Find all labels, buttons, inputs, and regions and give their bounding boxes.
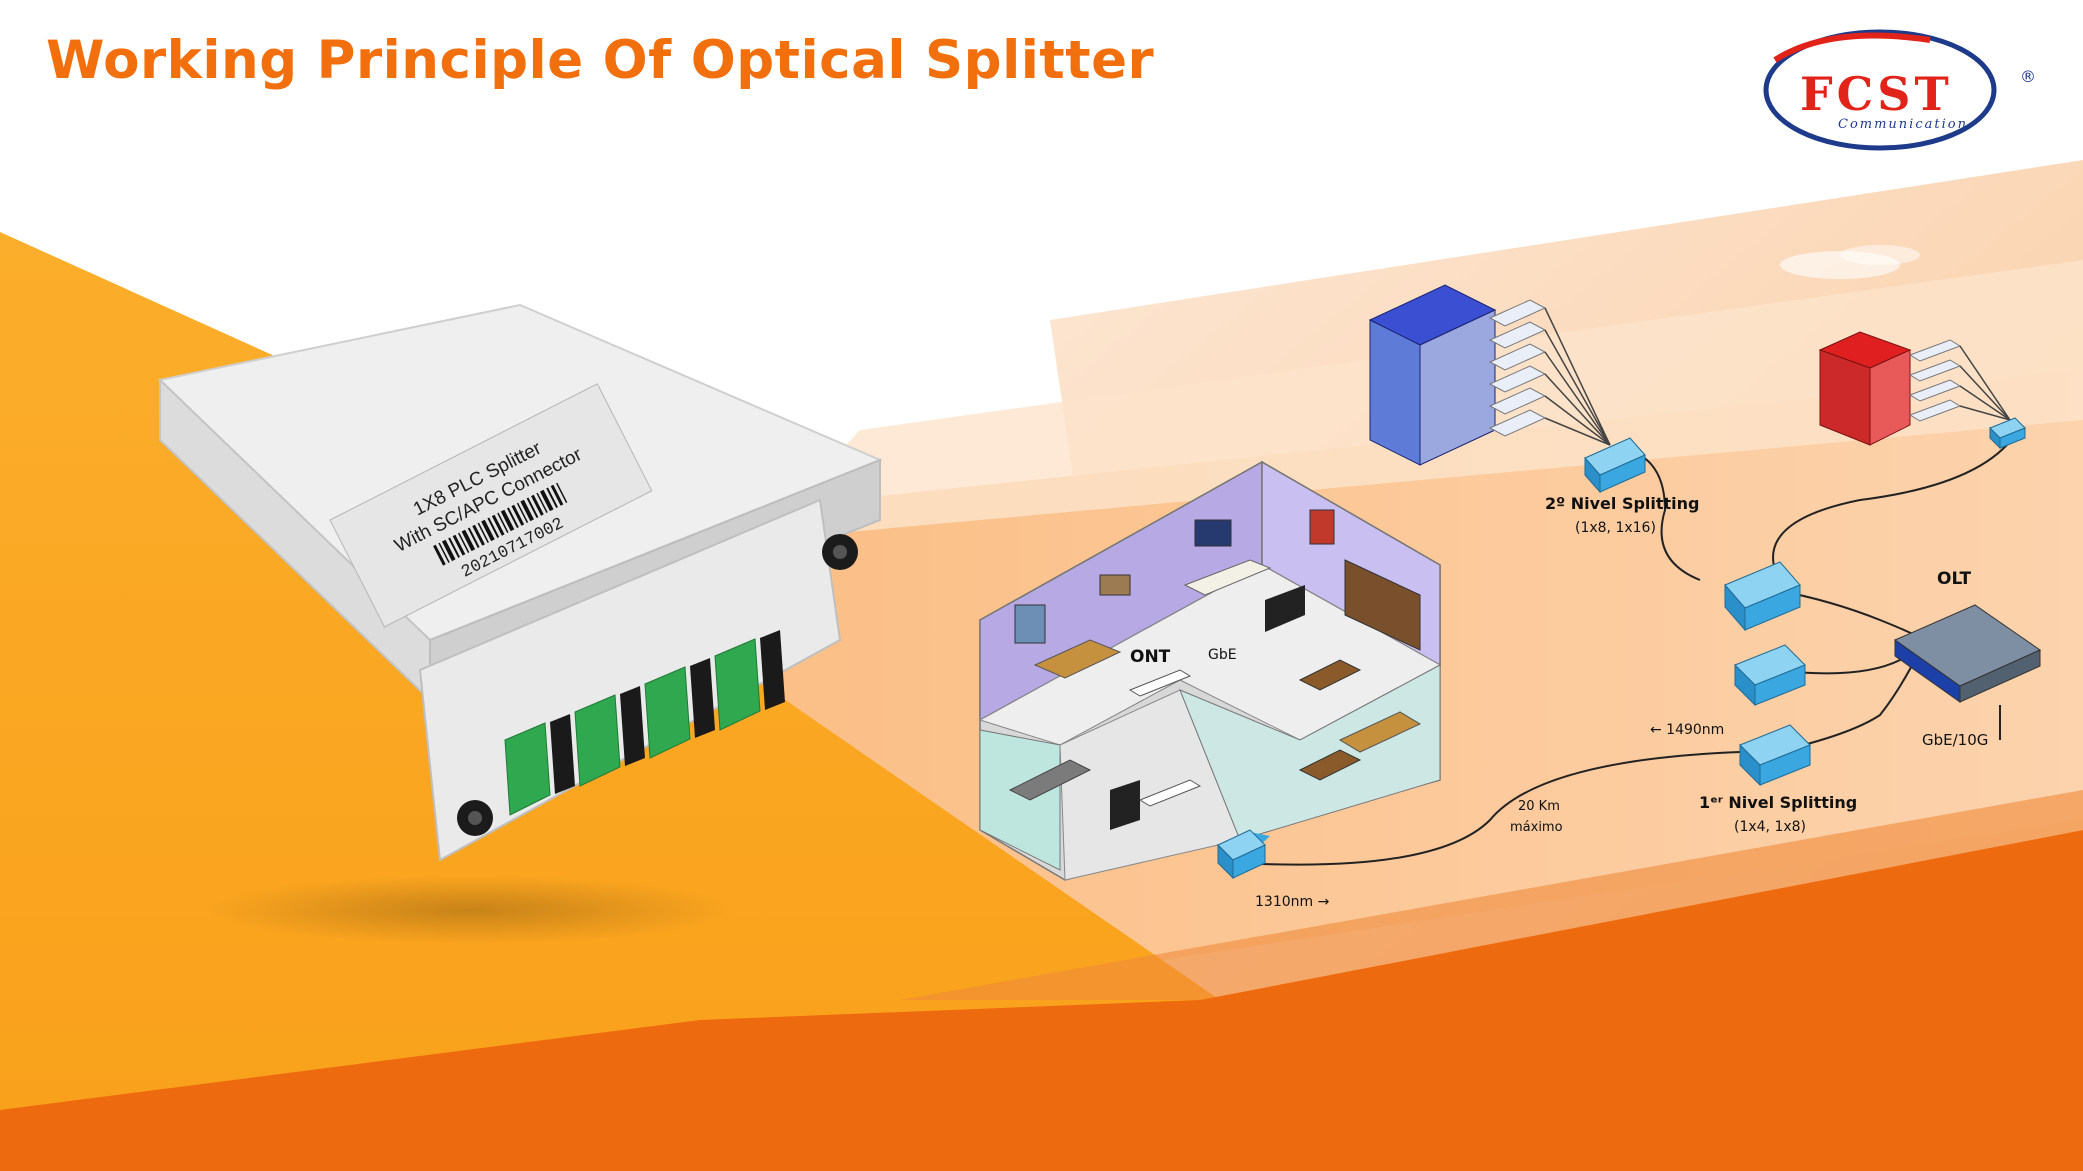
registered-mark: ®: [2020, 67, 2036, 86]
splitter-level1-middle: [1734, 644, 1806, 707]
upstream-wavelength-label: 1310nm →: [1255, 894, 1330, 910]
office-building-blue: [1368, 284, 1547, 466]
building-drop-fibers: [1544, 307, 2011, 446]
logo-subtitle: Communication: [1838, 117, 1968, 132]
logo-name: FCST: [1800, 67, 1953, 121]
network-labels: ONT GbE OLT GbE/10G 2º Nivel Splitting (…: [1130, 494, 1988, 910]
sc-apc-ports: [504, 630, 785, 816]
office-building-red: [1818, 331, 1962, 446]
fcst-logo: FCST Communication ®: [1763, 29, 2036, 151]
splitter-level1-top: [1724, 561, 1801, 632]
plc-splitter-device: 1X8 PLC Splitter With SC/APC Connector 2…: [157, 303, 883, 944]
barcode: [433, 482, 568, 566]
downstream-wavelength-label: ← 1490nm: [1650, 722, 1724, 738]
olt-port-label: GbE/10G: [1922, 731, 1988, 749]
device-label: 1X8 PLC Splitter With SC/APC Connector 2…: [329, 383, 653, 628]
ont-label: ONT: [1130, 647, 1171, 667]
level2-splitting-label: 2º Nivel Splitting: [1545, 494, 1700, 513]
splitter-level2-b: [1989, 417, 2026, 450]
level1-ratio-label: (1x4, 1x8): [1734, 819, 1806, 835]
splitter-level1-bottom: [1739, 724, 1811, 787]
splitter-house: [1217, 829, 1266, 880]
splitter-level2-a: [1584, 437, 1646, 494]
distance-label: 20 Km: [1518, 799, 1560, 814]
gbe-label: GbE: [1208, 647, 1237, 663]
olt-label: OLT: [1937, 569, 1971, 589]
level2-ratio-label: (1x8, 1x16): [1575, 520, 1656, 536]
distance-qualifier-label: máximo: [1510, 820, 1563, 835]
house-illustration: [978, 460, 1442, 881]
level1-splitting-label: 1ᵉʳ Nivel Splitting: [1699, 793, 1857, 812]
page-title: Working Principle Of Optical Splitter: [46, 30, 1155, 91]
olt-device: [1893, 604, 2042, 703]
